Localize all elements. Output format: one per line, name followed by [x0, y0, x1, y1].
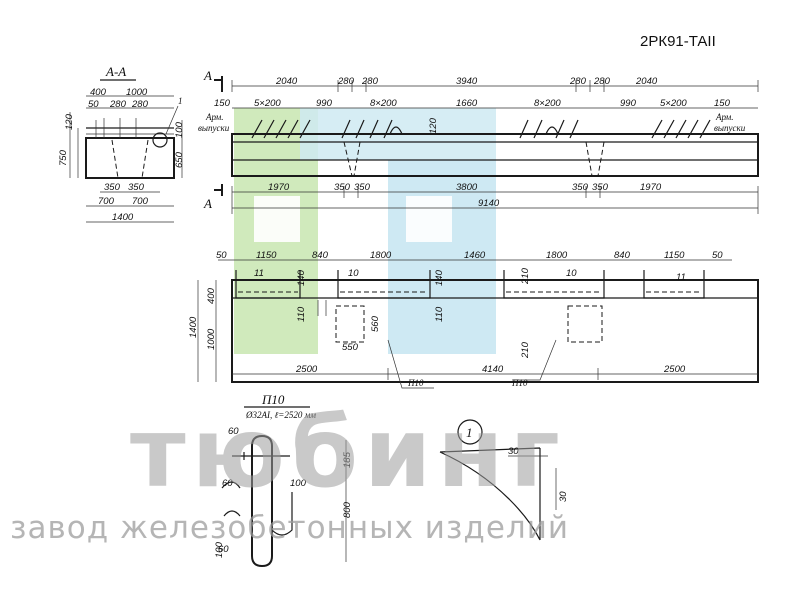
plan-mark-10b: 10: [566, 268, 577, 279]
elev-bot-350d: 350: [592, 182, 609, 193]
plan-top-840b: 840: [614, 250, 631, 261]
elev-top-2040b: 2040: [635, 76, 658, 87]
elev-bot-350b: 350: [354, 182, 371, 193]
p10-dim-100b: 100: [214, 541, 225, 558]
elev-top-280b: 280: [361, 76, 379, 87]
plan-inner-110a: 110: [296, 306, 307, 322]
plan-top-1150a: 1150: [256, 250, 277, 261]
plan-top-1150b: 1150: [664, 250, 685, 261]
plan-top-50b: 50: [712, 250, 723, 261]
aa-dim-700b: 700: [132, 196, 149, 207]
watermark-logo: [234, 108, 496, 354]
elev-bot-1970b: 1970: [640, 182, 662, 193]
detail-1: 1 30 30: [439, 419, 569, 541]
plan-top-840a: 840: [312, 250, 329, 261]
detail-1-number: 1: [466, 425, 473, 440]
section-aa-label: А-А: [105, 64, 126, 79]
elev-top-3940: 3940: [456, 76, 478, 87]
p10-dim-100a: 100: [290, 478, 307, 489]
aa-dim-280b: 280: [131, 99, 149, 110]
plan-mark-11b: 11: [676, 272, 686, 283]
plan-inner-110b: 110: [434, 306, 445, 322]
elev-dim-8x200b: 8×200: [534, 98, 561, 109]
elev-dim-150b: 150: [714, 98, 731, 109]
arm-label-left-2: выпуски: [198, 123, 230, 133]
plan-top-50a: 50: [216, 250, 227, 261]
plan-inner-210a: 210: [520, 267, 531, 285]
aa-dim-280a: 280: [109, 99, 127, 110]
section-mark-top: А: [203, 68, 212, 83]
detail-1-dim-30b: 30: [558, 491, 569, 502]
plan-inner-560: 560: [370, 315, 381, 332]
aa-dim-50: 50: [88, 99, 99, 110]
elev-total-9140: 9140: [478, 198, 500, 209]
aa-callout-1: 1: [178, 96, 183, 106]
elev-dim-5x200b: 5×200: [660, 98, 687, 109]
plan-side-1000: 1000: [206, 328, 217, 350]
aa-dim-350a: 350: [104, 182, 121, 193]
plan-bot-2500b: 2500: [663, 364, 686, 375]
aa-dim-1000: 1000: [126, 87, 148, 98]
p10-dim-185: 185: [342, 451, 353, 468]
watermark-brand: тюбинг: [130, 397, 566, 509]
aa-dim-750: 750: [58, 149, 69, 166]
arm-label-right-1: Арм.: [715, 112, 734, 122]
elev-dim-990b: 990: [620, 98, 637, 109]
aa-dim-1400: 1400: [112, 212, 134, 223]
elev-bot-350a: 350: [334, 182, 351, 193]
plan-top-1460: 1460: [464, 250, 486, 261]
elev-dim-150a: 150: [214, 98, 231, 109]
plan-bot-4140: 4140: [482, 364, 504, 375]
plan-inner-210b: 210: [520, 341, 531, 359]
plan-mark-11a: 11: [254, 268, 264, 279]
elev-bot-1970a: 1970: [268, 182, 290, 193]
aa-dim-400: 400: [90, 87, 107, 98]
p10-spec: Ø32АI, ℓ=2520 мм: [245, 410, 316, 420]
section-aa: А-А 400 1000 50 280 280 120 750 650 100 …: [58, 64, 185, 223]
arm-label-right-2: выпуски: [714, 123, 746, 133]
plan-view: 50 1150 840 1800 1460 1800 840 1150 50 1…: [188, 250, 759, 389]
elev-dim-990a: 990: [316, 98, 333, 109]
detail-1-dim-30a: 30: [508, 446, 519, 457]
p10-title: П10: [261, 392, 285, 407]
elev-bot-350c: 350: [572, 182, 589, 193]
plan-callout-p10a: П10: [407, 378, 424, 388]
section-mark-bottom: А: [203, 196, 212, 211]
plan-side-1400: 1400: [188, 316, 199, 338]
p10-dim-60b: 60: [222, 478, 233, 489]
aa-dim-120: 120: [64, 113, 75, 130]
p10-dim-800: 800: [342, 501, 353, 518]
aa-dim-350b: 350: [128, 182, 145, 193]
elev-side-120: 120: [428, 117, 439, 134]
elev-dim-1660: 1660: [456, 98, 478, 109]
plan-callout-p10b: П10: [511, 378, 528, 388]
aa-dim-700a: 700: [98, 196, 115, 207]
plan-mark-10a: 10: [348, 268, 359, 279]
elev-dim-5x200a: 5×200: [254, 98, 281, 109]
detail-p10: П10 Ø32АI, ℓ=2520 мм 60 185 100 60 800 1…: [214, 392, 353, 568]
plan-top-1800a: 1800: [370, 250, 392, 261]
plan-inner-140a: 140: [296, 269, 307, 286]
elev-top-280c: 280: [569, 76, 587, 87]
plan-inner-140b: 140: [434, 269, 445, 286]
elevation-view: А А 2040 280 280 3940 280 280 2040 150 5…: [198, 68, 759, 214]
elev-bot-3800: 3800: [456, 182, 478, 193]
plan-bot-2500a: 2500: [295, 364, 318, 375]
elev-top-2040a: 2040: [275, 76, 298, 87]
arm-label-left-1: Арм.: [205, 112, 224, 122]
plan-side-400: 400: [206, 287, 217, 304]
plan-top-1800b: 1800: [546, 250, 568, 261]
aa-dim-100: 100: [174, 121, 185, 138]
watermark-subtitle: завод железобетонных изделий: [10, 510, 569, 546]
p10-dim-60a: 60: [228, 426, 239, 437]
aa-dim-650: 650: [174, 151, 185, 168]
sheet-title: 2РК91-ТАII: [640, 33, 716, 50]
elev-top-280a: 280: [337, 76, 355, 87]
p10-dim-60c: 60: [218, 544, 229, 555]
plan-inner-550: 550: [342, 342, 359, 353]
elev-top-280d: 280: [593, 76, 611, 87]
elev-dim-8x200a: 8×200: [370, 98, 397, 109]
